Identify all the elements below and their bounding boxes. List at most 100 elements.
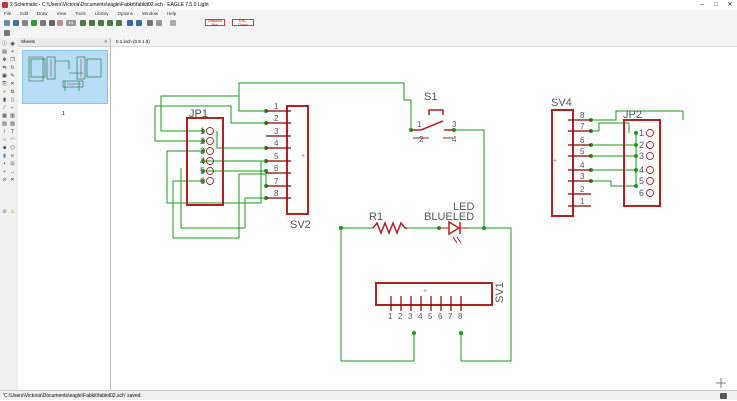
- s1-part[interactable]: S1 1 2 3 4: [411, 91, 457, 144]
- go-icon[interactable]: [156, 19, 162, 26]
- net-wire: [216, 131, 266, 149]
- open-icon[interactable]: [4, 19, 10, 26]
- maximize-icon[interactable]: □: [714, 2, 718, 8]
- errors-icon[interactable]: ✕: [10, 177, 15, 183]
- attribute-icon[interactable]: +: [3, 169, 6, 175]
- erc-icon[interactable]: ⊘: [2, 177, 7, 183]
- jp1-part[interactable]: JP1 1 2 3 4 5 6: [186, 108, 224, 206]
- warning-icon[interactable]: ⚠: [10, 209, 15, 215]
- redo-icon[interactable]: [136, 19, 142, 26]
- menu-window[interactable]: Window: [142, 11, 159, 16]
- zoom-fit-icon[interactable]: [80, 19, 86, 26]
- replace-icon[interactable]: ▮: [3, 97, 6, 103]
- wire-icon[interactable]: /: [3, 129, 6, 135]
- menu-tools[interactable]: Tools: [75, 11, 86, 16]
- sv2-part[interactable]: 1 2 3 4 5 6 7 8 + SV2: [266, 102, 311, 231]
- close-sheets-icon[interactable]: ×: [104, 39, 107, 44]
- save-icon[interactable]: [13, 19, 19, 26]
- stop-icon[interactable]: [147, 19, 153, 26]
- rect-icon[interactable]: ■: [2, 145, 7, 151]
- minimize-icon[interactable]: –: [700, 2, 704, 8]
- ratsnest-button[interactable]: Ratsnest Run: [205, 19, 225, 26]
- display-icon[interactable]: ▤: [2, 49, 7, 55]
- sheet-thumbnail[interactable]: [22, 50, 108, 104]
- value-icon[interactable]: ▧: [2, 121, 7, 127]
- print-icon[interactable]: [22, 19, 28, 26]
- origin-mark: +: [553, 158, 557, 165]
- close-icon[interactable]: ✕: [727, 2, 733, 8]
- layer-icon[interactable]: [4, 29, 10, 36]
- zoom-out-icon[interactable]: [98, 19, 104, 26]
- origin-mark: +: [423, 288, 427, 295]
- stop-indicator-icon[interactable]: [720, 393, 727, 399]
- zoom-redraw-icon[interactable]: [107, 19, 113, 26]
- split-icon[interactable]: ⟋: [2, 105, 7, 111]
- miter-icon[interactable]: ⌐: [11, 105, 14, 111]
- menu-options[interactable]: Options: [117, 11, 134, 16]
- invoke-icon[interactable]: ▦: [2, 113, 7, 119]
- add-icon[interactable]: ●: [2, 89, 7, 95]
- menu-edit[interactable]: Edit: [20, 11, 29, 16]
- dimension-icon[interactable]: ↔: [10, 169, 15, 175]
- move-icon[interactable]: ✥: [2, 57, 7, 63]
- rotate-icon[interactable]: ↻: [10, 65, 15, 71]
- board-icon[interactable]: [40, 19, 46, 26]
- grid-select[interactable]: 1/1: [66, 19, 76, 26]
- zoom-select-icon[interactable]: [116, 19, 122, 26]
- menu-draw[interactable]: Draw: [37, 11, 48, 16]
- undo-icon[interactable]: [127, 19, 133, 26]
- sheets-title: Sheets: [21, 39, 36, 44]
- sv1-pin: 7: [448, 312, 453, 321]
- run-icon[interactable]: [57, 19, 63, 26]
- sv1-name: SV1: [494, 282, 506, 303]
- circle-icon[interactable]: ○: [2, 137, 7, 143]
- jp2-part[interactable]: JP2 1 2 3 4 5 6: [623, 109, 661, 207]
- sv1-pin: 1: [388, 312, 393, 321]
- delete-icon[interactable]: ✕: [10, 81, 15, 87]
- mark-icon[interactable]: +: [11, 49, 14, 55]
- gate-icon[interactable]: ▯: [11, 97, 14, 103]
- led-part[interactable]: LED BLUELED: [424, 201, 474, 244]
- text-icon[interactable]: T: [10, 129, 15, 135]
- zoom-in-icon[interactable]: [89, 19, 95, 26]
- polygon-icon[interactable]: ⬠: [10, 145, 15, 151]
- optimize-icon[interactable]: ▥: [10, 113, 15, 119]
- sv1-part[interactable]: 1 2 3 4 5 6 7 8 + SV1: [375, 282, 506, 321]
- paste-icon[interactable]: ⎘: [2, 81, 7, 87]
- menu-view[interactable]: View: [56, 11, 67, 16]
- cam-icon[interactable]: [31, 19, 37, 26]
- jp2-pin: 3: [639, 151, 644, 161]
- help-icon[interactable]: [170, 19, 176, 26]
- smash-icon[interactable]: ▨: [10, 121, 15, 127]
- net-wire: [160, 95, 266, 132]
- sv4-part[interactable]: SV4 8 7 6 5 4 3 2 1 +: [551, 97, 591, 217]
- show-icon[interactable]: ◉: [10, 41, 15, 47]
- junction-icon[interactable]: •: [3, 161, 6, 167]
- mirror-icon[interactable]: ⇋: [2, 65, 7, 71]
- menu-library[interactable]: Library: [94, 11, 109, 16]
- menu-file[interactable]: File: [4, 11, 12, 16]
- sv1-pin: 5: [428, 312, 433, 321]
- info-icon[interactable]: ⓘ: [2, 41, 8, 47]
- arc-icon[interactable]: ◠: [10, 137, 15, 143]
- r1-part[interactable]: R1: [369, 211, 407, 236]
- tools-icon[interactable]: ⚙: [2, 209, 7, 215]
- bus-icon[interactable]: ▮: [3, 153, 6, 159]
- erc-button[interactable]: ERC Check: [232, 19, 254, 26]
- net-icon[interactable]: ≡: [11, 153, 14, 159]
- jp2-name: JP2: [623, 109, 642, 121]
- copy-icon[interactable]: ❐: [10, 57, 15, 63]
- eagle-app-icon: [2, 2, 8, 8]
- jp1-name: JP1: [189, 108, 208, 120]
- schematic-canvas[interactable]: 0.1 inch (0.9 1.0): [111, 38, 737, 390]
- diode-symbol: [448, 220, 461, 236]
- menu-help[interactable]: Help: [167, 11, 177, 16]
- sv2-pin: 5: [274, 152, 279, 161]
- label-icon[interactable]: ⊡: [10, 161, 15, 167]
- sv1-pin: 8: [458, 312, 463, 321]
- group-icon[interactable]: ▣: [2, 73, 7, 79]
- pinswap-icon[interactable]: ⇅: [10, 89, 15, 95]
- sv2-pin: 4: [274, 139, 279, 148]
- script-icon[interactable]: [49, 19, 55, 26]
- change-icon[interactable]: ✎: [10, 73, 15, 79]
